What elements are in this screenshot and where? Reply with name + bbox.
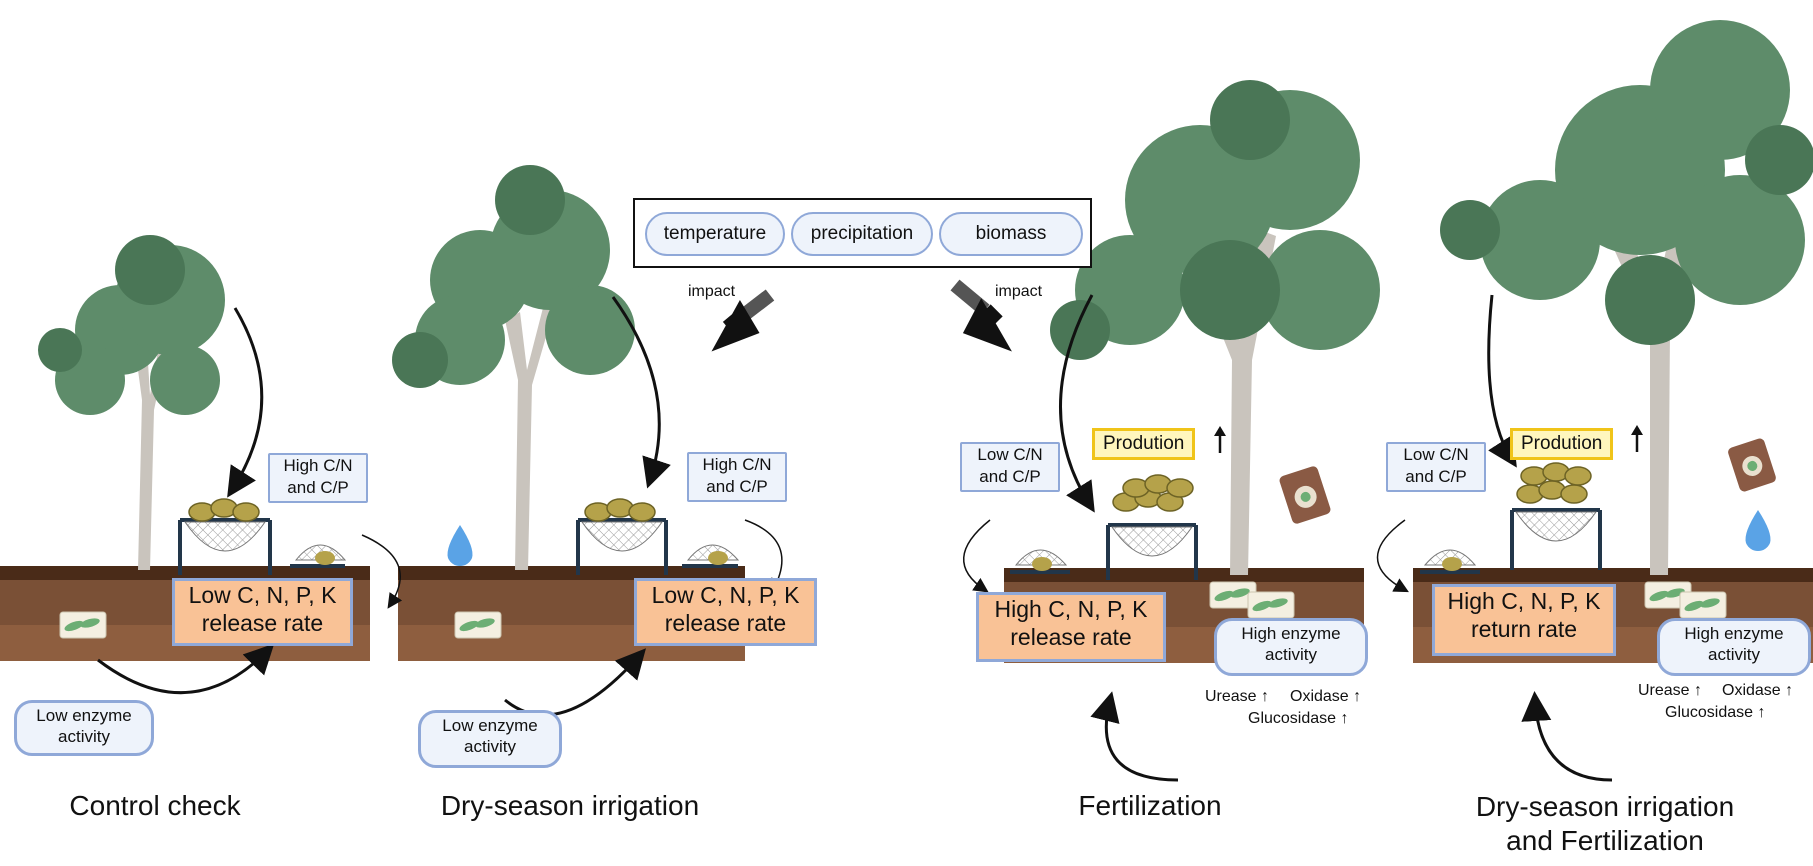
decomp-arrow-control [361, 534, 403, 609]
litter-trap-irrigation [576, 498, 740, 575]
release-rate-box-control: Low C, N, P, K release rate [172, 578, 353, 646]
microbe-card-irrigation [454, 611, 502, 639]
release-rate-box-fertilization: High C, N, P, K release rate [976, 592, 1166, 662]
litter-trap-control [178, 498, 347, 575]
return-rate-box-irr-fert: High C, N, P, K return rate [1432, 584, 1616, 656]
enzyme-oxidase: Oxidase ↑ [1290, 688, 1362, 705]
enzyme-glucosidase: Glucosidase ↑ [1248, 710, 1349, 727]
enzyme-pill-irrigation: Low enzyme activity [418, 710, 562, 768]
impact-arrow-right [950, 279, 1012, 352]
impact-label-left: impact [688, 283, 736, 300]
litter-trap-fertilization [1010, 474, 1198, 580]
enzyme-arrow-control [97, 643, 275, 695]
ratio-box-fertilization: Low C/N and C/P [960, 442, 1060, 492]
fertilizer-bag-icon [1279, 466, 1331, 524]
enzyme-arrow-irr-fert [1521, 691, 1613, 782]
factor-precipitation: precipitation [791, 212, 933, 256]
impact-arrow-left [711, 289, 775, 352]
factor-temperature: temperature [645, 212, 785, 256]
impact-label-right: impact [995, 283, 1043, 300]
tree-fertilization [1050, 80, 1380, 575]
litter-trap-irrigation-fertilization [1420, 462, 1602, 574]
microbe-card-irr-fert-2 [1679, 591, 1727, 619]
litterfall-arrow-control [227, 307, 264, 498]
tree-irrigation [392, 165, 635, 570]
water-drop-icon [1745, 510, 1771, 552]
caption-fertilization: Fertilization [1078, 790, 1222, 821]
fertilizer-bag-icon [1728, 438, 1776, 492]
litterfall-arrow-irrigation [611, 296, 671, 489]
enzyme-arrow-irrigation [504, 648, 646, 717]
driving-factors-box: temperature precipitation biomass [633, 198, 1092, 268]
process-arrows [97, 294, 1613, 782]
increase-arrow-icon [1631, 425, 1643, 452]
factor-biomass: biomass [939, 212, 1083, 256]
caption-irr-fert: Dry-season irrigation and Fertilization [1475, 791, 1735, 856]
microbe-card-control [59, 611, 107, 639]
caption-irrigation: Dry-season irrigation [440, 790, 700, 821]
production-label-irr-fert: Prodution [1510, 428, 1614, 460]
tree-control [38, 235, 225, 570]
enzyme-oxidase: Oxidase ↑ [1722, 682, 1794, 699]
tree-irrigation-fertilization [1440, 20, 1813, 575]
release-rate-box-irrigation: Low C, N, P, K release rate [634, 578, 817, 646]
microbe-card-fertilization-2 [1247, 591, 1295, 619]
ratio-box-irr-fert: Low C/N and C/P [1386, 442, 1486, 492]
litterfall-arrow-irr-fert [1487, 294, 1517, 468]
decomp-arrow-irr-fert [1376, 519, 1409, 593]
litterfall-arrow-fertilization [1059, 294, 1095, 513]
enzyme-pill-control: Low enzyme activity [14, 700, 154, 756]
water-drop-icon [447, 525, 473, 566]
enzyme-urease: Urease ↑ [1638, 682, 1703, 699]
ratio-box-irrigation: High C/N and C/P [687, 452, 787, 502]
enzyme-pill-irr-fert: High enzyme activity [1657, 618, 1811, 676]
caption-control: Control check [69, 790, 241, 821]
enzyme-arrow-fertilization [1090, 691, 1179, 782]
enzyme-urease: Urease ↑ [1205, 688, 1270, 705]
increase-arrow-icon [1214, 426, 1226, 453]
enzyme-glucosidase: Glucosidase ↑ [1665, 704, 1766, 721]
decomp-arrow-fertilization [962, 519, 991, 593]
ratio-box-control: High C/N and C/P [268, 453, 368, 503]
production-label-fertilization: Prodution [1092, 428, 1196, 460]
enzyme-pill-fertilization: High enzyme activity [1214, 618, 1368, 676]
